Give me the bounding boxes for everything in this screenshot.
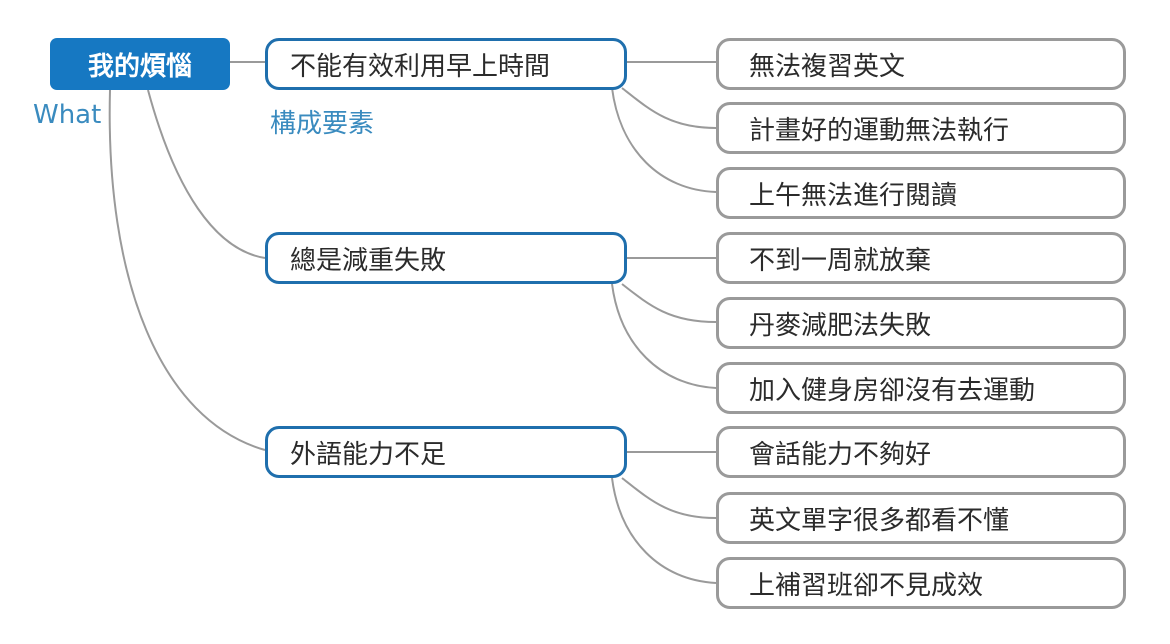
leaf-label: 不到一周就放棄 (749, 245, 932, 276)
leaf-node-2-2[interactable]: 丹麥減肥法失敗 (716, 297, 1126, 349)
branch-node-2[interactable]: 總是減重失敗 (265, 232, 627, 284)
link-b1-leaf-3 (611, 87, 717, 193)
leaf-node-1-3[interactable]: 上午無法進行閱讀 (716, 167, 1126, 219)
leaf-node-3-2[interactable]: 英文單字很多都看不懂 (716, 492, 1126, 544)
leaf-label: 上午無法進行閱讀 (749, 180, 958, 211)
link-b2-leaf-2 (621, 283, 717, 323)
link-b2-leaf-3 (611, 283, 717, 389)
link-b3-leaf-3 (611, 477, 717, 584)
link-root-branch-3 (108, 89, 266, 451)
root-node[interactable]: 我的煩惱 (50, 38, 230, 90)
branch-node-3[interactable]: 外語能力不足 (265, 426, 627, 478)
branch-node-1[interactable]: 不能有效利用早上時間 (265, 38, 627, 90)
leaf-node-1-1[interactable]: 無法複習英文 (716, 38, 1126, 90)
root-label: 我的煩惱 (87, 51, 192, 82)
root-sublabel: What (33, 100, 102, 130)
leaf-label: 計畫好的運動無法執行 (749, 115, 1010, 146)
branch-label: 外語能力不足 (290, 439, 447, 470)
leaf-node-3-3[interactable]: 上補習班卻不見成效 (716, 557, 1126, 609)
link-root-branch-2 (147, 89, 266, 259)
link-b1-leaf-2 (621, 87, 717, 129)
leaf-node-2-1[interactable]: 不到一周就放棄 (716, 232, 1126, 284)
link-b3-leaf-2 (621, 477, 717, 519)
leaf-node-1-2[interactable]: 計畫好的運動無法執行 (716, 102, 1126, 154)
leaf-label: 加入健身房卻沒有去運動 (749, 375, 1036, 406)
branch-caption: 構成要素 (270, 109, 375, 139)
leaf-node-3-1[interactable]: 會話能力不夠好 (716, 426, 1126, 478)
branch-label: 不能有效利用早上時間 (290, 51, 551, 82)
leaf-label: 無法複習英文 (749, 51, 906, 82)
leaf-label: 丹麥減肥法失敗 (749, 310, 932, 341)
leaf-label: 會話能力不夠好 (749, 439, 932, 470)
leaf-label: 上補習班卻不見成效 (749, 570, 984, 601)
leaf-node-2-3[interactable]: 加入健身房卻沒有去運動 (716, 362, 1126, 414)
leaf-label: 英文單字很多都看不懂 (749, 505, 1010, 536)
branch-label: 總是減重失敗 (290, 245, 447, 276)
